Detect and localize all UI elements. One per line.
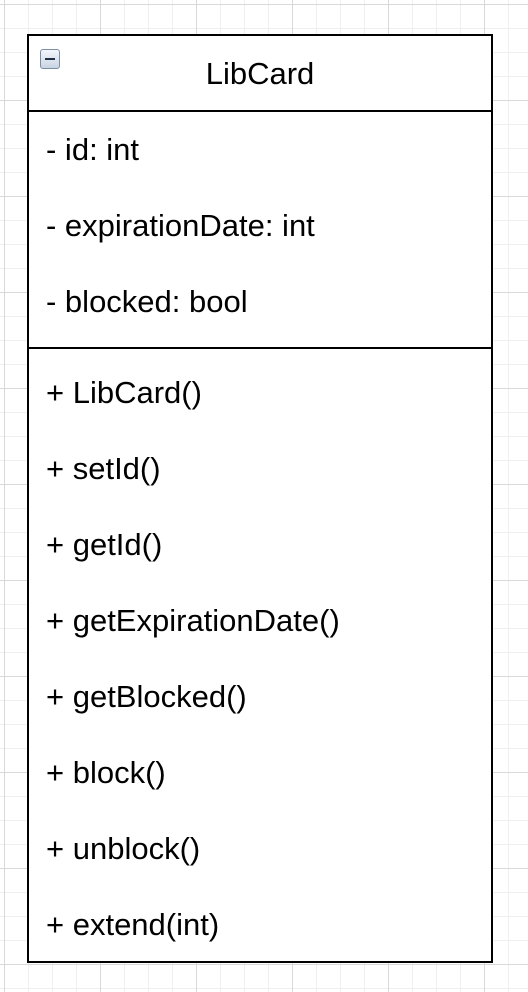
minus-icon: [45, 58, 55, 60]
operation-item[interactable]: + getBlocked(): [46, 679, 247, 714]
operation-item[interactable]: + getId(): [46, 527, 163, 562]
operation-item[interactable]: + block(): [46, 755, 166, 790]
operation-item[interactable]: + LibCard(): [46, 375, 202, 410]
attribute-item[interactable]: - expirationDate: int: [46, 208, 315, 243]
uml-class-box[interactable]: LibCard - id: int - expirationDate: int …: [27, 34, 493, 963]
attribute-item[interactable]: - id: int: [46, 132, 140, 167]
operation-item[interactable]: + extend(int): [46, 907, 220, 942]
attribute-item[interactable]: - blocked: bool: [46, 284, 248, 319]
operation-item[interactable]: + unblock(): [46, 831, 201, 866]
operation-item[interactable]: + getExpirationDate(): [46, 603, 340, 638]
operation-item[interactable]: + setId(): [46, 451, 161, 486]
class-header: LibCard: [29, 36, 491, 112]
operations-section: + LibCard() + setId() + getId() + getExp…: [29, 349, 491, 967]
attributes-section: - id: int - expirationDate: int - blocke…: [29, 112, 491, 349]
collapse-icon[interactable]: [40, 49, 60, 69]
class-name[interactable]: LibCard: [205, 56, 315, 91]
